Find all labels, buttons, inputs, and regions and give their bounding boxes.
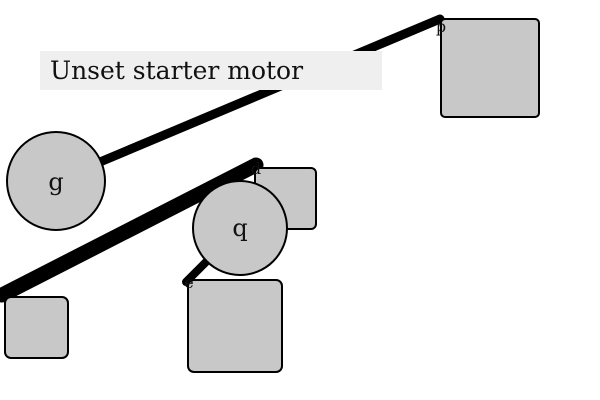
- node-d-label: d: [251, 159, 261, 178]
- node-e[interactable]: e: [184, 273, 283, 373]
- node-w-shape: [4, 296, 69, 359]
- node-p-label: p: [436, 17, 446, 36]
- node-e-shape: [187, 279, 283, 373]
- node-g[interactable]: g: [6, 131, 106, 231]
- connector-q-e: [182, 256, 212, 286]
- connector-g-p: [95, 14, 445, 167]
- node-e-label: e: [184, 273, 193, 292]
- node-q[interactable]: q: [192, 180, 288, 276]
- node-p-shape: [440, 18, 540, 118]
- node-q-label: q: [232, 214, 247, 242]
- node-g-shape: [6, 131, 106, 231]
- node-p[interactable]: p: [436, 17, 540, 118]
- diagram-title: Unset starter motor: [50, 56, 304, 85]
- title-banner: Unset starter motor: [40, 51, 382, 90]
- node-g-label: g: [48, 168, 63, 196]
- node-w[interactable]: [4, 296, 69, 359]
- connector-w-d: [0, 157, 264, 303]
- node-q-shape: [192, 180, 288, 276]
